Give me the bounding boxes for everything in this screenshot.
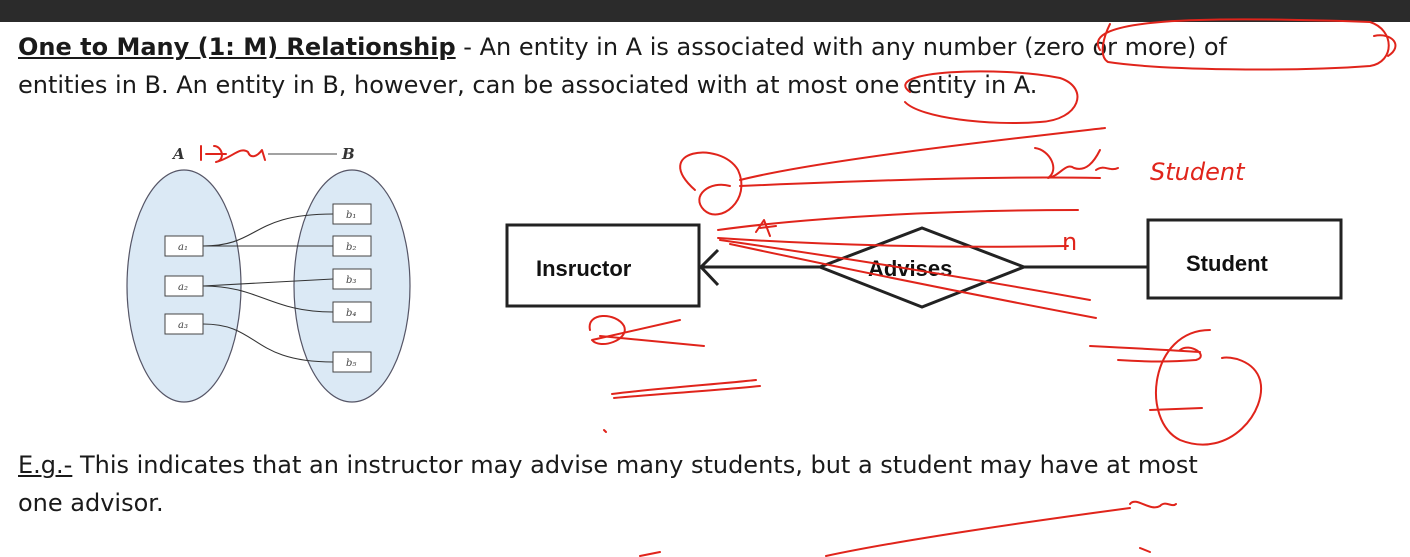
er-diagram: Insructor Advises Student bbox=[505, 218, 1343, 309]
circle-most-one bbox=[904, 70, 1079, 125]
red-dot bbox=[1139, 547, 1151, 553]
red-stroke bbox=[729, 243, 1097, 319]
set-b-cell bbox=[332, 268, 372, 290]
set-b-cell bbox=[332, 235, 372, 257]
set-a-cell bbox=[164, 275, 204, 297]
example-prefix: E.g.- bbox=[18, 451, 73, 479]
red-stroke bbox=[717, 237, 1069, 248]
set-a-label: A bbox=[171, 145, 185, 163]
circle-scribble bbox=[1155, 329, 1263, 446]
set-b-label: B bbox=[341, 145, 355, 163]
top-bar bbox=[0, 0, 1410, 22]
mapping-connections bbox=[202, 213, 334, 363]
circle-of bbox=[1373, 34, 1397, 57]
red-stroke bbox=[739, 127, 1106, 181]
red-scribble bbox=[1129, 500, 1177, 509]
set-a-cell bbox=[164, 313, 204, 335]
set-a-cell-label: a₂ bbox=[178, 282, 188, 293]
red-stroke bbox=[639, 551, 661, 557]
example-line1: This indicates that an instructor may ad… bbox=[72, 451, 1198, 479]
set-b-cell-label: b₁ bbox=[346, 210, 356, 221]
red-stroke bbox=[739, 176, 1101, 187]
example-line2: one advisor. bbox=[18, 489, 164, 517]
mapping-diagram: A B a₁ a₂ a₃ b₁ b₂ b₃ b₄ b₅ bbox=[126, 145, 411, 403]
circle-scribble bbox=[679, 151, 743, 216]
student-scribble bbox=[1034, 147, 1119, 179]
red-dot bbox=[603, 429, 607, 433]
set-a-cell bbox=[164, 235, 204, 257]
red-stroke bbox=[1149, 407, 1203, 411]
circle-arrow-scribble bbox=[588, 314, 705, 347]
handwritten-annotations bbox=[200, 18, 1397, 557]
annotation-student: Student bbox=[1150, 158, 1246, 186]
student-entity bbox=[1146, 218, 1343, 300]
circle-zero-or-more bbox=[1096, 18, 1390, 71]
definition-line2: entities in B. An entity in B, however, … bbox=[18, 71, 1038, 99]
red-scribble bbox=[755, 219, 777, 237]
relationship-term: One to Many (1: M) Relationship bbox=[18, 33, 456, 61]
separator: - bbox=[455, 33, 480, 61]
scribble-a bbox=[200, 145, 266, 163]
set-b-cell-label: b₄ bbox=[346, 308, 356, 319]
red-stroke bbox=[719, 239, 1091, 301]
student-entity-label: Student bbox=[1186, 251, 1269, 276]
set-b-cell-label: b₂ bbox=[346, 242, 356, 253]
instructor-entity bbox=[505, 223, 701, 308]
set-b-cell bbox=[332, 351, 372, 373]
red-underline bbox=[611, 379, 761, 399]
set-a-cell-label: a₁ bbox=[178, 242, 188, 253]
set-b-cell bbox=[332, 203, 372, 225]
set-b-cell bbox=[332, 301, 372, 323]
arrow-head bbox=[698, 248, 720, 287]
example-paragraph: E.g.- This indicates that an instructor … bbox=[18, 446, 1398, 522]
annotation-n: n bbox=[1062, 228, 1077, 256]
set-b-cell-label: b₅ bbox=[346, 358, 356, 369]
red-stroke bbox=[825, 507, 1131, 557]
red-scribble bbox=[1089, 345, 1202, 363]
set-b-cell-label: b₃ bbox=[346, 275, 356, 286]
definition-paragraph: One to Many (1: M) Relationship - An ent… bbox=[18, 28, 1398, 104]
set-a-cell-label: a₃ bbox=[178, 320, 188, 331]
instructor-entity-label: Insructor bbox=[536, 256, 632, 281]
